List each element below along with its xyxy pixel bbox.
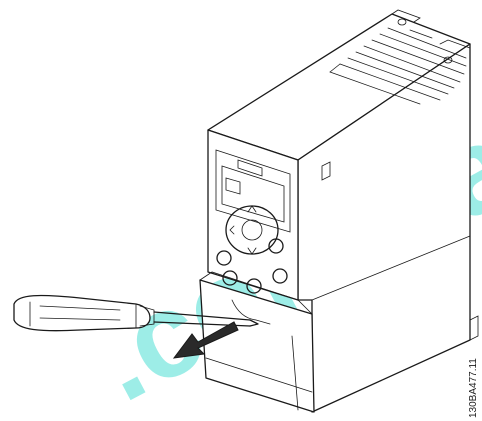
figure-reference-code: 130BA477.11 [468,358,479,418]
keypad-button-bottom-left [222,270,238,286]
mounting-holes [391,9,471,64]
terminal-cover-notch [231,299,271,325]
arrow-down-left-icon [172,321,239,359]
keypad-button-bottom-right [272,268,288,284]
drive-front-face [207,129,299,301]
navigation-keypad [225,205,279,255]
side-edge-step [311,235,471,301]
keypad-button-right [268,238,284,254]
keypad-button-bottom-mid [246,278,262,294]
drive-unit [199,9,479,413]
screwdriver-icon [13,294,259,332]
screwdriver-handle [13,294,151,332]
keypad-button-left [216,250,232,266]
pull-arrow [172,321,239,359]
display-frame [215,149,291,233]
display-screen [221,165,285,223]
